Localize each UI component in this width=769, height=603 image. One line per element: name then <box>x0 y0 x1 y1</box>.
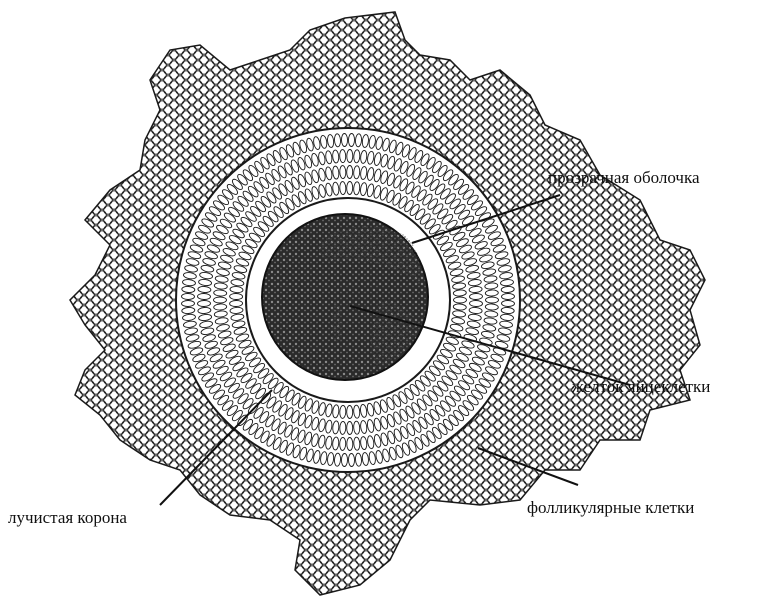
label-corona-radiata: лучистая корона <box>8 508 127 527</box>
label-zona-pellucida: прозрачная оболочка <box>548 168 700 187</box>
label-yolk: желток яйцеклетки <box>571 377 710 396</box>
label-follicular-cells: фолликулярные клетки <box>527 498 694 517</box>
